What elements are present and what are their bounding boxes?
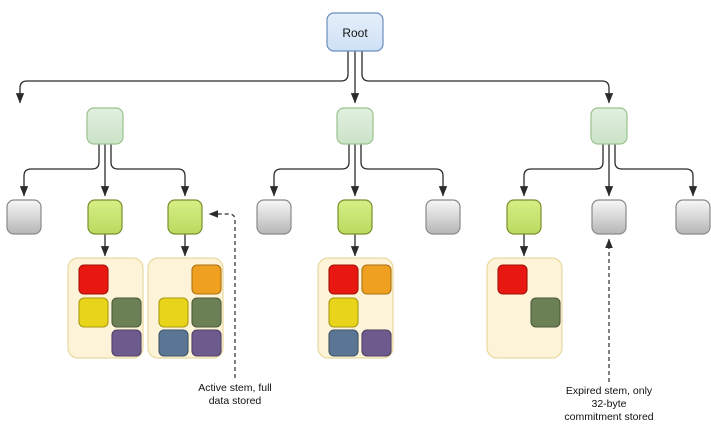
node-root[interactable]: Root xyxy=(326,12,384,52)
edge-l2left-child1 xyxy=(19,143,100,197)
annotation-expired-line-3: commitment stored xyxy=(564,411,653,423)
edge-root-left xyxy=(15,50,349,104)
node-stem-group-left[interactable] xyxy=(86,107,124,145)
leaf-cell-red xyxy=(497,264,528,295)
edge-l2right-child1 xyxy=(519,143,604,197)
leaf-cell-orange xyxy=(361,264,392,295)
leaf-cell-yellow xyxy=(158,297,189,328)
edge-l2left-child3 xyxy=(110,143,190,197)
node-r2[interactable] xyxy=(591,199,627,235)
edge-l2mid-child1 xyxy=(269,143,350,197)
annotation-expired-line-2: 32-byte xyxy=(591,398,626,410)
edge-l2right-child3 xyxy=(614,143,698,197)
leaf-cell-olive xyxy=(191,297,222,328)
leaf-cell-red xyxy=(328,264,359,295)
node-root-label: Root xyxy=(342,26,368,40)
leaf-cell-orange xyxy=(191,264,222,295)
annotation-expired-stem: Expired stem, only 32-byte commitment st… xyxy=(564,385,653,423)
annotation-active-stem: Active stem, full data stored xyxy=(198,382,272,407)
leaf-cell-blue xyxy=(158,329,189,357)
node-r1[interactable] xyxy=(506,199,542,235)
edge-l2mid-child3 xyxy=(360,143,448,197)
node-stem-group-right[interactable] xyxy=(590,107,628,145)
leaf-cell-olive xyxy=(530,297,561,328)
leaf-cell-yellow xyxy=(78,297,109,328)
leaf-cell-olive xyxy=(111,297,142,328)
leaf-cell-blue xyxy=(328,329,359,357)
leader-active-stem xyxy=(208,210,236,378)
leaf-cell-yellow xyxy=(328,297,359,328)
annotation-active-line-1: Active stem, full xyxy=(198,382,272,394)
leaf-cell-purple xyxy=(111,329,142,357)
leaf-cell-purple xyxy=(191,329,222,357)
annotation-expired-line-1: Expired stem, only xyxy=(566,385,653,397)
node-l1[interactable] xyxy=(6,199,42,235)
node-m2[interactable] xyxy=(337,199,373,235)
leaf-cell-red xyxy=(78,264,109,295)
node-m1[interactable] xyxy=(256,199,292,235)
node-m3[interactable] xyxy=(425,199,461,235)
node-stem-group-middle[interactable] xyxy=(336,107,374,145)
leaf-panel-2[interactable] xyxy=(147,257,224,359)
node-l3[interactable] xyxy=(167,199,203,235)
node-l2[interactable] xyxy=(87,199,123,235)
leaf-panel-1[interactable] xyxy=(67,257,144,359)
node-r3[interactable] xyxy=(675,199,711,235)
annotation-active-line-2: data stored xyxy=(209,395,262,407)
edge-root-right xyxy=(361,50,614,104)
leaf-panel-3[interactable] xyxy=(317,257,394,359)
leaf-cell-purple xyxy=(361,329,392,357)
leaf-panel-4[interactable] xyxy=(486,257,563,359)
